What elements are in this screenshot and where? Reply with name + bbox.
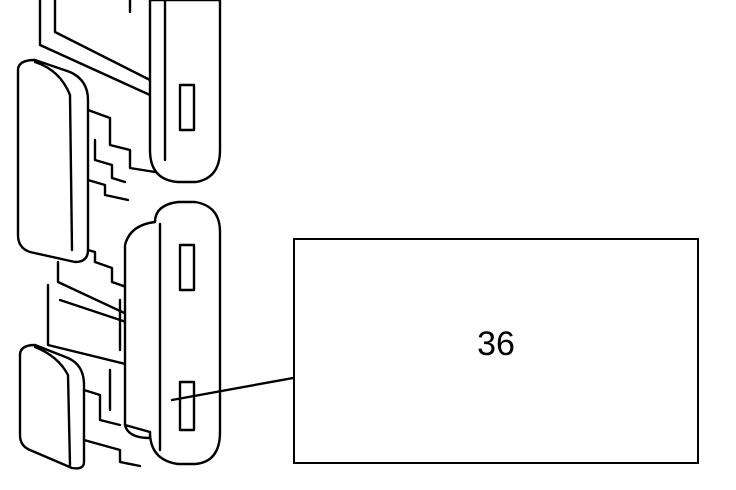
top-module-rail [38,0,222,184]
callout-label: 36 [477,324,515,363]
lower-module [123,200,222,466]
callout-box: 36 [293,238,699,464]
upper-clip [16,58,157,264]
lower-clip [18,343,142,470]
leader-line [170,376,295,402]
